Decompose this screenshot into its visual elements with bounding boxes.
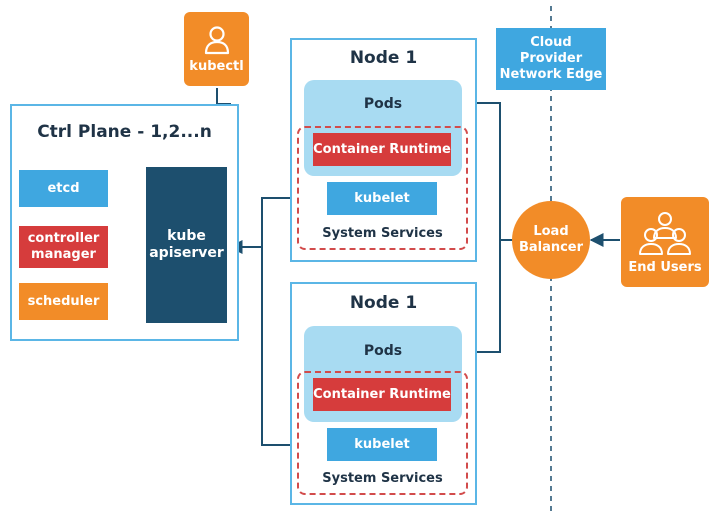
apiserver-line-2: apiserver [149,245,224,261]
cloud-line-1: Cloud [530,35,572,50]
system-services-box-2 [297,371,468,495]
container-runtime-box-1: Container Runtime [313,133,451,166]
load-balancer-line-1: Load [533,224,569,239]
etcd-box: etcd [19,170,108,207]
pods-label-1: Pods [363,96,403,112]
kubelet-box-1: kubelet [327,182,437,215]
node-title-2: Node 1 [349,293,418,313]
cloud-provider-box: Cloud Provider Network Edge [496,28,606,90]
system-services-box-1 [297,126,468,250]
kubelet-box-2: kubelet [327,428,437,461]
load-balancer: Load Balancer [512,201,590,279]
system-services-label-1: System Services [322,225,443,241]
user-icon [204,25,229,54]
kube-apiserver-box: kube apiserver [146,167,227,323]
end-users-label: End Users [628,259,702,275]
pods-label-2: Pods [363,343,403,359]
ctrl-plane-title: Ctrl Plane - 1,2...n [37,122,212,142]
scheduler-box: scheduler [19,283,108,320]
kubectl-box: kubectl [184,12,249,86]
system-services-label-2: System Services [322,470,443,486]
apiserver-line-1: kube [167,228,206,244]
node-title-1: Node 1 [349,48,418,68]
controller-manager-line-2: manager [31,247,96,262]
kubectl-label: kubectl [189,58,244,74]
cloud-line-2: Provider [519,51,583,66]
cloud-line-3: Network Edge [499,67,603,82]
users-group-icon [639,211,691,255]
load-balancer-line-2: Balancer [518,240,584,255]
end-users-box: End Users [621,197,709,287]
controller-manager-box: controller manager [19,226,108,268]
container-runtime-box-2: Container Runtime [313,378,451,411]
controller-manager-line-1: controller [27,231,100,246]
